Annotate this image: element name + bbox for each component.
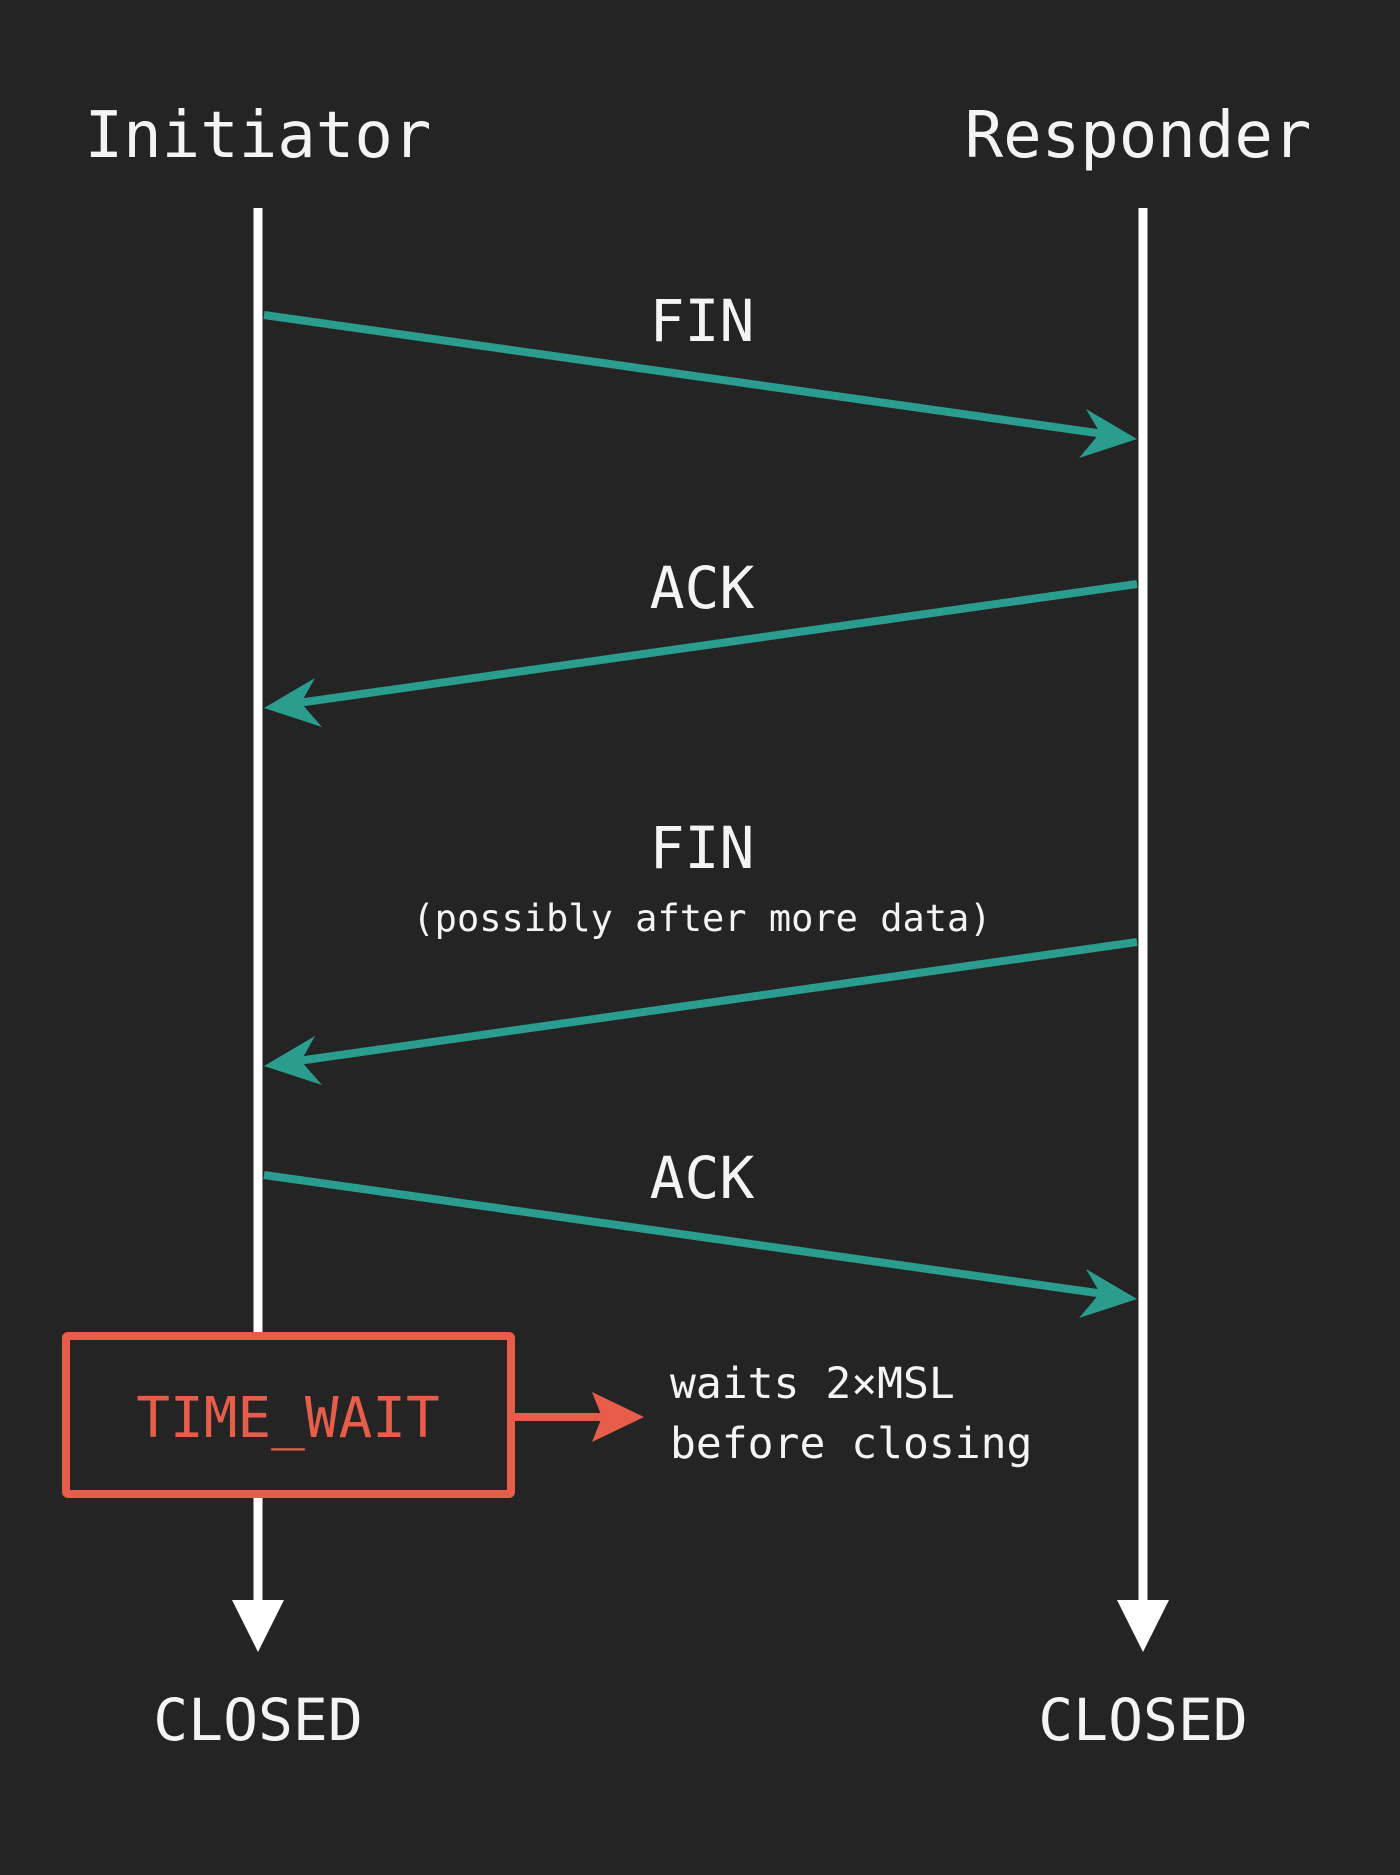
fin-1-arrow-shaft bbox=[263, 311, 1105, 438]
fin-1-label: FIN bbox=[650, 287, 755, 355]
fin-1-arrowhead bbox=[1079, 409, 1137, 458]
initiator-lifeline-arrowhead bbox=[232, 1600, 284, 1652]
message-ack-1: ACK bbox=[264, 554, 1138, 727]
fin-2-arrow-shaft bbox=[297, 938, 1138, 1065]
ack-2-arrowhead bbox=[1079, 1269, 1137, 1318]
time-wait-note-line1: waits 2×MSL bbox=[670, 1359, 955, 1409]
initiator-label: Initiator bbox=[85, 99, 432, 173]
message-ack-2: ACK bbox=[263, 1144, 1137, 1318]
initiator-closed-label: CLOSED bbox=[153, 1686, 363, 1754]
ack-2-label: ACK bbox=[650, 1144, 755, 1212]
ack-1-arrowhead bbox=[264, 678, 322, 727]
message-fin-2: FIN (possibly after more data) bbox=[264, 814, 1138, 1085]
ack-2-arrow-shaft bbox=[263, 1171, 1105, 1298]
time-wait-note-line2: before closing bbox=[670, 1419, 1032, 1469]
message-fin-1: FIN bbox=[263, 287, 1137, 458]
time-wait-state: TIME_WAIT bbox=[62, 1332, 644, 1498]
responder-label: Responder bbox=[965, 99, 1312, 173]
ack-1-arrow-shaft bbox=[297, 580, 1138, 707]
responder-lifeline-arrowhead bbox=[1117, 1600, 1169, 1652]
ack-1-label: ACK bbox=[650, 554, 755, 622]
time-wait-label: TIME_WAIT bbox=[136, 1386, 439, 1451]
fin-2-label: FIN bbox=[650, 814, 755, 882]
fin-2-note: (possibly after more data) bbox=[412, 897, 991, 940]
time-wait-arrowhead bbox=[592, 1392, 644, 1442]
fin-2-arrowhead bbox=[264, 1036, 322, 1085]
responder-closed-label: CLOSED bbox=[1038, 1686, 1248, 1754]
